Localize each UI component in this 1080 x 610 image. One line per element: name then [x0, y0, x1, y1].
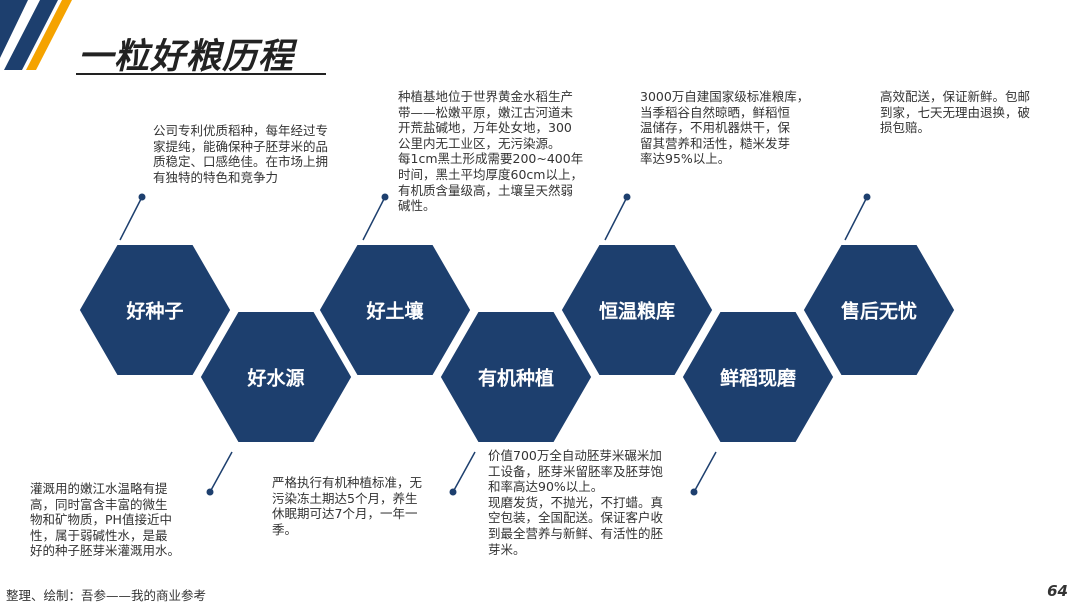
hexagon-label-7: 售后无忧: [840, 300, 917, 323]
hexagon-label-2: 好水源: [247, 367, 305, 390]
hexagon-step-3: [314, 240, 476, 380]
page-number: 64: [1047, 582, 1068, 600]
hexagon-step-4: [435, 307, 597, 447]
step-description-2: 灌溉用的嫩江水温略有提 高，同时富含丰富的微生 物和矿物质，PH值接近中 性，属…: [30, 481, 181, 559]
page-title: 一粒好粮历程: [78, 37, 295, 77]
title-underline: [76, 73, 326, 75]
connector-line-7: [844, 196, 868, 241]
hexagon-step-7: [798, 240, 960, 380]
hexagon-label-6: 鲜稻现磨: [719, 367, 796, 390]
step-description-4: 严格执行有机种植标准，无 污染冻土期达5个月，养生 休眠期可达7个月，一年一 季…: [272, 475, 423, 537]
hexagon-step-1: [74, 240, 236, 380]
hexagon-label-3: 好土壤: [366, 300, 424, 323]
footer-credit: 整理、绘制：吾参——我的商业参考: [6, 588, 207, 603]
step-description-3: 种植基地位于世界黄金水稻生产 带——松嫩平原，嫩江古河道未 开荒盐碱地，万年处女…: [398, 89, 584, 214]
connector-line-2: [209, 451, 233, 493]
connector-dot-1: [138, 193, 146, 201]
step-description-5: 3000万自建国家级标准粮库， 当季稻谷自然晾晒，鲜稻恒 温储存，不用机器烘干，…: [640, 89, 810, 167]
step-description-6: 价值700万全自动胚芽米碾米加 工设备，胚芽米留胚率及胚芽饱 和率高达90%以上…: [488, 448, 664, 557]
connector-line-6: [693, 451, 717, 493]
hexagon-label-1: 好种子: [126, 300, 184, 323]
connector-line-1: [119, 196, 143, 241]
corner-decoration: [0, 0, 72, 70]
connector-dot-3: [381, 193, 389, 201]
connector-line-4: [452, 451, 476, 493]
step-description-7: 高效配送，保证新鲜。包邮 到家，七天无理由退换，破 损包赔。: [880, 89, 1031, 136]
connector-dot-6: [690, 488, 698, 496]
connector-dot-4: [449, 488, 457, 496]
hexagon-step-5: [556, 240, 718, 380]
hexagon-label-4: 有机种植: [477, 367, 554, 390]
connector-line-5: [604, 196, 628, 241]
connector-dot-7: [863, 193, 871, 201]
hexagon-step-6: [677, 307, 839, 447]
connector-line-3: [362, 196, 386, 241]
step-description-1: 公司专利优质稻种，每年经过专 家提纯，能确保种子胚芽米的品 质稳定、口感绝佳。在…: [153, 123, 329, 185]
hexagon-label-5: 恒温粮库: [598, 300, 675, 323]
connector-dot-5: [623, 193, 631, 201]
connector-dot-2: [206, 488, 214, 496]
